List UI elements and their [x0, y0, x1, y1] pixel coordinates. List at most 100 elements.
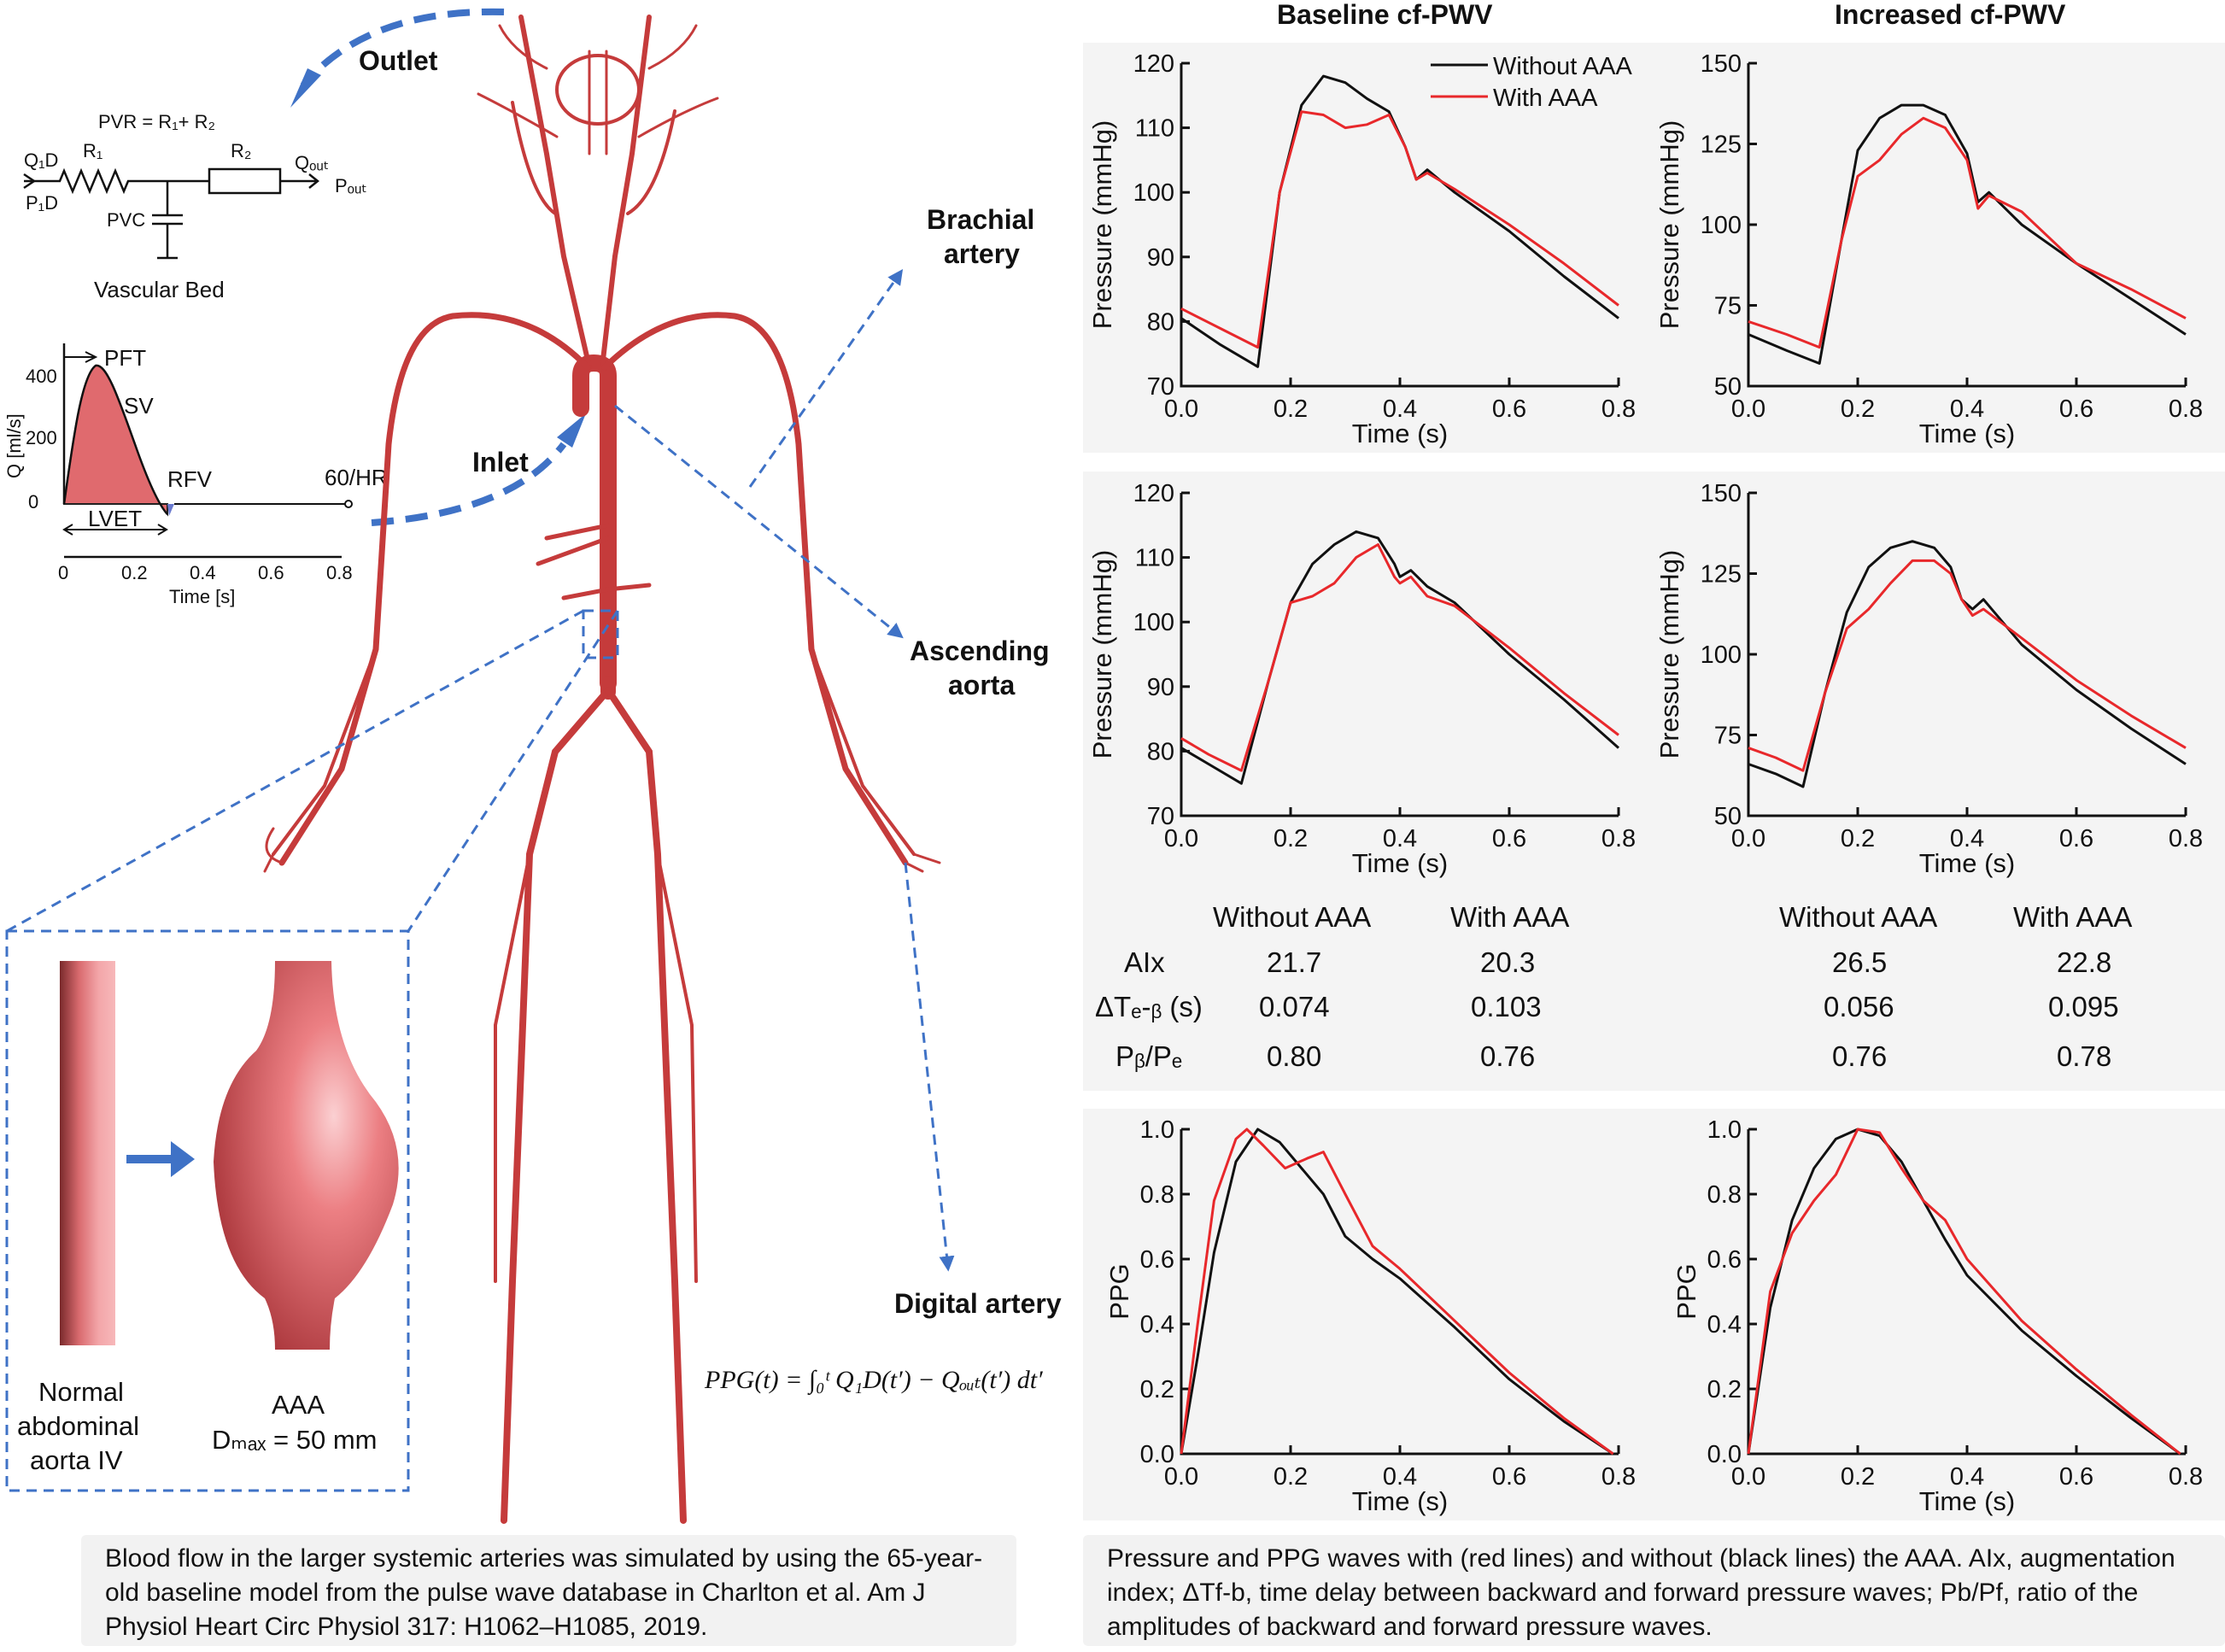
series-with-aaa — [1180, 543, 1619, 772]
table-header-3: Without AAA — [1779, 901, 1937, 933]
x-tick-label: 0.6 — [2059, 395, 2093, 423]
y-tick-label: 0.4 — [1707, 1311, 1742, 1339]
brachial-arrow — [748, 269, 904, 488]
y-tick-label: 100 — [1133, 179, 1174, 207]
y-tick-label: 90 — [1147, 244, 1174, 272]
x-tick-label: 0.2 — [1841, 395, 1875, 423]
x-tick-label: 0.0 — [1731, 1463, 1765, 1491]
panel-aortic — [1083, 472, 2225, 1091]
inlet-label: Inlet — [472, 447, 529, 477]
brachial-label-2: artery — [944, 238, 1020, 269]
panel-ppg — [1083, 1109, 2225, 1520]
y-tick-label: 75 — [1714, 723, 1742, 750]
svg-text:400: 400 — [26, 366, 57, 387]
y-tick-label: 0.6 — [1140, 1246, 1174, 1274]
dmax-label: Dₘₐₓ = 50 mm — [212, 1425, 377, 1455]
x-tick-label: 0.2 — [1274, 395, 1308, 423]
table-cell: 0.76 — [1832, 1040, 1887, 1072]
series-without-aaa — [1748, 103, 2187, 365]
x-tick-label: 0.6 — [1492, 825, 1526, 852]
x-tick-label: 0.2 — [1274, 1463, 1308, 1491]
y-tick-label: 0.2 — [1140, 1376, 1174, 1403]
capacitor-pvc — [152, 181, 183, 260]
svg-text:0.8: 0.8 — [326, 562, 353, 583]
aaa-aneurysm-shape — [214, 961, 399, 1350]
aaa-transform-arrow — [171, 1141, 195, 1177]
x-tick-label: 0.6 — [2059, 1463, 2093, 1491]
table-cell: 0.095 — [2048, 991, 2119, 1022]
metrics-table: Without AAA With AAA Without AAA With AA… — [1095, 901, 2132, 1072]
inflow-ylabel: Q [ml/s] — [3, 413, 25, 478]
q1d-label: Q₁D — [24, 149, 58, 171]
table-cell: 20.3 — [1480, 946, 1535, 978]
series-without-aaa — [1180, 1128, 1614, 1456]
table-header-1: Without AAA — [1213, 901, 1371, 933]
brachial-label-1: Brachial — [927, 204, 1034, 235]
outlet-label: Outlet — [359, 45, 438, 76]
y-tick-label: 100 — [1701, 641, 1742, 669]
normal-label-1: Normal — [38, 1377, 124, 1407]
outlet-arrow — [300, 8, 505, 88]
x-tick-label: 0.8 — [1601, 395, 1636, 423]
y-tick-label: 110 — [1135, 545, 1174, 572]
x-tick-label: 0.0 — [1164, 825, 1198, 852]
y-tick-label: 75 — [1714, 293, 1742, 320]
y-tick-label: 0.0 — [1707, 1441, 1742, 1468]
table-header-4: With AAA — [2013, 901, 2132, 933]
x-axis-label: Time (s) — [1352, 848, 1449, 878]
pvr-label: PVR = R₁+ R₂ — [98, 111, 215, 132]
normal-aorta-tube — [60, 961, 115, 1345]
table-cell: 0.76 — [1480, 1040, 1535, 1072]
inflow-waveform: PFT SV RFV LVET 60/HR 0 200 400 0 0.2 0.… — [3, 343, 388, 607]
x-tick-label: 0.4 — [1950, 825, 1984, 852]
svg-text:0: 0 — [58, 562, 68, 583]
series-with-aaa — [1747, 1128, 2181, 1456]
y-tick-label: 0.2 — [1707, 1376, 1742, 1403]
legend-label-with: With AAA — [1493, 85, 1598, 112]
resistor-r2 — [208, 167, 282, 195]
aaa-region-marker — [582, 609, 619, 659]
y-axis-label: Pressure (mmHg) — [1654, 120, 1684, 330]
y-tick-label: 125 — [1701, 132, 1742, 159]
pft-label: PFT — [104, 345, 146, 371]
y-tick-label: 150 — [1701, 480, 1742, 507]
x-axis-label: Time (s) — [1919, 1486, 2016, 1516]
y-tick-label: 1.0 — [1140, 1116, 1174, 1144]
series-with-aaa — [1748, 559, 2187, 772]
caption-right: Pressure and PPG waves with (red lines) … — [1083, 1535, 2225, 1646]
series-with-aaa — [1180, 110, 1619, 349]
y-tick-label: 80 — [1147, 308, 1174, 336]
arterial-tree — [263, 15, 941, 1524]
y-tick-label: 120 — [1133, 480, 1174, 507]
x-tick-label: 0.2 — [1841, 825, 1875, 852]
digital-label: Digital artery — [894, 1288, 1062, 1319]
rfv-label: RFV — [167, 466, 213, 492]
y-tick-label: 0.4 — [1140, 1311, 1174, 1339]
table-cell: 0.80 — [1267, 1040, 1321, 1072]
y-axis-label: Pressure (mmHg) — [1087, 120, 1117, 330]
inflow-xlabel: Time [s] — [169, 586, 235, 607]
y-tick-label: 50 — [1714, 373, 1742, 401]
y-axis-label: PPG — [1672, 1263, 1701, 1319]
sv-label: SV — [124, 393, 154, 419]
y-tick-label: 1.0 — [1707, 1116, 1742, 1144]
column-title-increased: Increased cf-PWV — [1835, 0, 2066, 30]
normal-label-3: aorta IV — [30, 1445, 123, 1475]
x-axis-label: Time (s) — [1352, 1486, 1449, 1516]
table-cell: 21.7 — [1267, 946, 1321, 978]
r2-label: R₂ — [231, 140, 251, 161]
y-tick-label: 70 — [1147, 803, 1174, 830]
x-axis-label: Time (s) — [1919, 419, 2016, 448]
table-cell: 0.074 — [1259, 991, 1330, 1022]
pout-label: Pₒᵤₜ — [335, 175, 367, 196]
x-tick-label: 0.0 — [1731, 395, 1765, 423]
table-row-label-aix: AIx — [1124, 946, 1165, 978]
inlet-arrow — [371, 442, 567, 526]
r1-label: R₁ — [83, 140, 102, 161]
